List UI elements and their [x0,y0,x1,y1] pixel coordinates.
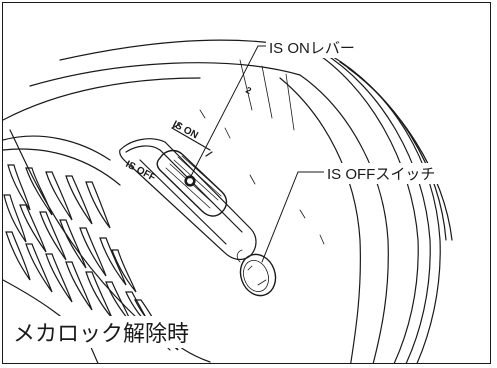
switch-panel [119,123,257,261]
is-on-lever-callout: IS ONレバー [266,37,358,58]
barrel-marking: 2 [244,85,253,96]
focus-ring-grip [3,129,211,363]
switch-marking-is-off: IS OFF [124,159,158,184]
is-on-lever[interactable] [156,149,228,217]
is-off-switch-callout: IS OFFスイッチ [324,163,439,184]
is-off-switch[interactable] [235,249,281,300]
frame-border [2,2,491,364]
caption: メカロック解除時 [11,316,194,348]
leader-lines [189,45,325,263]
switch-marking-is-on: IS ON [171,119,200,141]
